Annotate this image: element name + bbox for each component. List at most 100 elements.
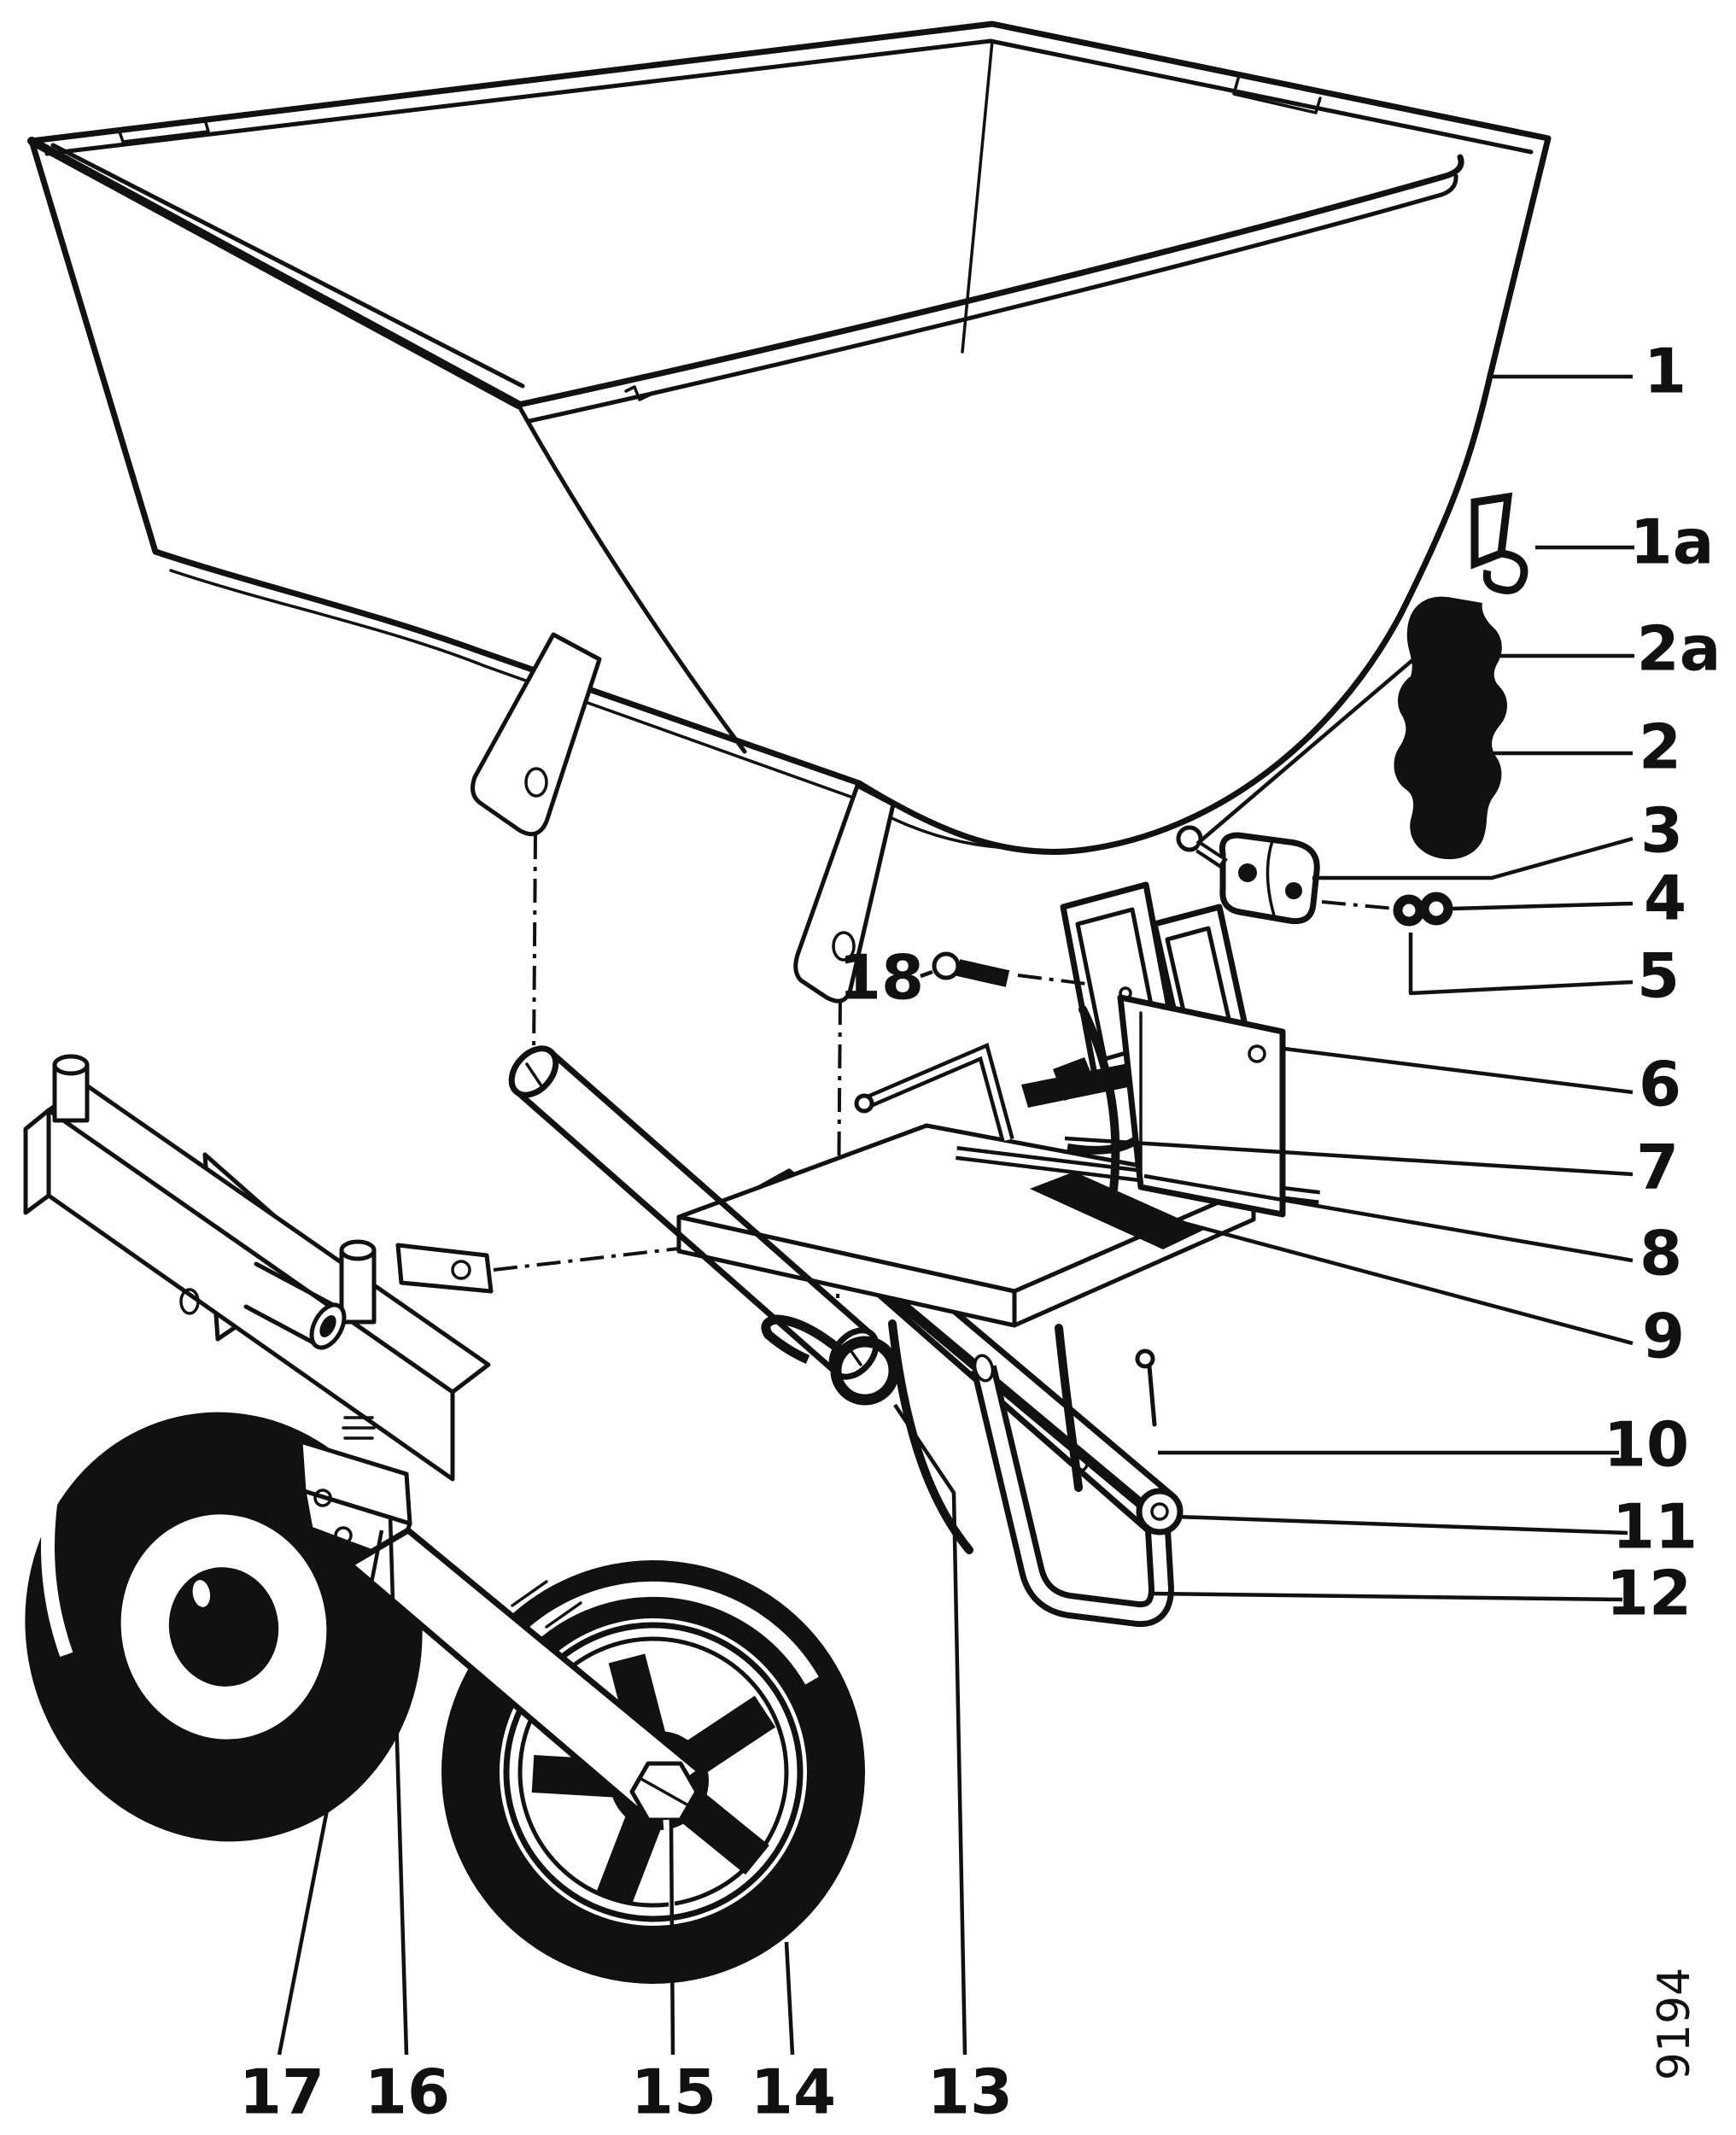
roller-slot-left bbox=[525, 1062, 542, 1086]
callout-12-label: 12 bbox=[1606, 1558, 1692, 1629]
centerline-strap-left bbox=[532, 834, 537, 1060]
frame-leg-bolt bbox=[1072, 1455, 1089, 1472]
callout-5-leader bbox=[1408, 933, 1634, 996]
beam-stud-right-top bbox=[339, 1239, 377, 1261]
swivel-fork bbox=[298, 1416, 704, 1910]
callout-15-label: 15 bbox=[631, 2056, 716, 2128]
callout-6-leader bbox=[1283, 1046, 1634, 1095]
cotter-pin-10 bbox=[1135, 1348, 1157, 1427]
support-plate-pin bbox=[1119, 986, 1132, 1000]
callout-5: 5 bbox=[1408, 933, 1680, 1012]
callout-9: 9 bbox=[1160, 1214, 1685, 1372]
hopper-back-rim-hem bbox=[44, 38, 1534, 156]
support-plate-arm bbox=[1078, 1005, 1120, 1219]
callout-11-label: 11 bbox=[1612, 1491, 1698, 1563]
callout-5-label: 5 bbox=[1637, 940, 1680, 1012]
fork-arm-line-b bbox=[545, 1601, 582, 1629]
hanger-strap-left bbox=[471, 632, 602, 837]
hanger-strap-right bbox=[793, 783, 896, 1003]
hopper-bin bbox=[27, 20, 1552, 855]
callout-4-leader bbox=[1451, 901, 1634, 911]
callout-17: 17 bbox=[239, 1530, 384, 2128]
callout-2-label: 2 bbox=[1639, 711, 1681, 783]
bolt-18 bbox=[932, 951, 1087, 987]
hinge-bracket-hole-a bbox=[1238, 863, 1257, 882]
hinge-bracket-hole-b bbox=[1285, 882, 1302, 899]
axle-nut-line bbox=[638, 1776, 690, 1807]
callout-17-label: 17 bbox=[239, 2056, 324, 2128]
callout-1a-label: 1a bbox=[1630, 506, 1715, 578]
callout-15: 15 bbox=[631, 1822, 716, 2128]
callout-11: 11 bbox=[1176, 1491, 1698, 1563]
callout-16-leader bbox=[388, 1515, 409, 2056]
hinge-bracket-crease bbox=[1265, 839, 1276, 917]
spring-clip-13 bbox=[761, 1314, 900, 1406]
caster-rim-ring-outer bbox=[503, 1622, 804, 1922]
callout-6-label: 6 bbox=[1639, 1049, 1681, 1120]
axle-beam bbox=[23, 1054, 680, 1482]
support-plate bbox=[1078, 986, 1286, 1219]
callout-9-leader bbox=[1160, 1214, 1634, 1346]
hopper-front-rim-hem-a bbox=[515, 154, 1464, 408]
figure-number: 9194 bbox=[1649, 1968, 1700, 2080]
callout-13: 13 bbox=[893, 1403, 1013, 2128]
callout-1: 1 bbox=[1490, 336, 1686, 407]
callout-14: 14 bbox=[751, 1941, 836, 2128]
clip-1a bbox=[1470, 492, 1528, 594]
left-tire-highlight bbox=[41, 1482, 73, 1658]
support-plate-face bbox=[1117, 994, 1286, 1218]
callout-10: 10 bbox=[1158, 1409, 1689, 1481]
callout-2: 2 bbox=[1488, 711, 1681, 783]
callout-7: 7 bbox=[1064, 1132, 1679, 1203]
callout-7-label: 7 bbox=[1636, 1132, 1679, 1203]
callout-16-label: 16 bbox=[365, 2056, 450, 2128]
swivel-thread-rings bbox=[342, 1416, 376, 1440]
bolt-2a bbox=[1176, 825, 1228, 869]
callout-3-leader bbox=[1312, 836, 1634, 880]
callout-11-leader bbox=[1176, 1514, 1628, 1535]
washer-b bbox=[1419, 892, 1453, 926]
callout-9-label: 9 bbox=[1642, 1301, 1685, 1372]
callout-16: 16 bbox=[365, 1515, 450, 2128]
centerline-bracket bbox=[1321, 900, 1396, 910]
bow-frame-end-cap bbox=[973, 1354, 995, 1383]
callout-3: 3 bbox=[1312, 795, 1683, 880]
hopper-front-rim-hem-b bbox=[527, 173, 1458, 424]
hopper-left-rim-hem bbox=[27, 137, 523, 409]
fork-arm-line-a bbox=[511, 1580, 548, 1607]
callout-13-leader bbox=[893, 1403, 967, 2056]
callout-12-leader bbox=[1151, 1591, 1623, 1602]
beam-bracket-arm-hole bbox=[451, 1260, 471, 1280]
beam-stud-right bbox=[339, 1248, 377, 1325]
beam-face-hole bbox=[179, 1288, 200, 1315]
callout-8: 8 bbox=[1143, 1173, 1682, 1290]
latch-bracket-group bbox=[1176, 825, 1453, 927]
swivel-bolt-a bbox=[313, 1489, 332, 1507]
callout-14-label: 14 bbox=[751, 2056, 836, 2128]
hopper-outline bbox=[28, 20, 1552, 855]
hinge-bracket bbox=[1219, 832, 1320, 925]
handlebar-end-ring bbox=[1136, 1488, 1184, 1535]
callout-10-label: 10 bbox=[1604, 1409, 1689, 1481]
callout-14-leader bbox=[784, 1941, 795, 2056]
hopper-bottom-hem-inner bbox=[169, 569, 1011, 850]
hopper-front-rim-notch bbox=[624, 385, 656, 401]
hopper-rim-tab-right bbox=[1232, 77, 1322, 114]
centerline-bolt-18 bbox=[1017, 974, 1087, 986]
callout-18-label: 18 bbox=[839, 942, 924, 1014]
stub-axle bbox=[243, 1261, 347, 1350]
washer-a bbox=[1393, 894, 1425, 927]
callout-8-label: 8 bbox=[1640, 1218, 1682, 1290]
callout-18-leader bbox=[920, 969, 933, 979]
callout-17-leader bbox=[277, 1530, 384, 2056]
support-plate-hole bbox=[1248, 1044, 1266, 1063]
left-hub-slot bbox=[192, 1580, 211, 1607]
beam-bracket-arm bbox=[395, 1243, 494, 1294]
caster-rim-ring-inner bbox=[517, 1636, 789, 1908]
callout-6: 6 bbox=[1283, 1046, 1681, 1120]
callout-4: 4 bbox=[1451, 863, 1686, 934]
callout-8-leader bbox=[1143, 1173, 1634, 1263]
